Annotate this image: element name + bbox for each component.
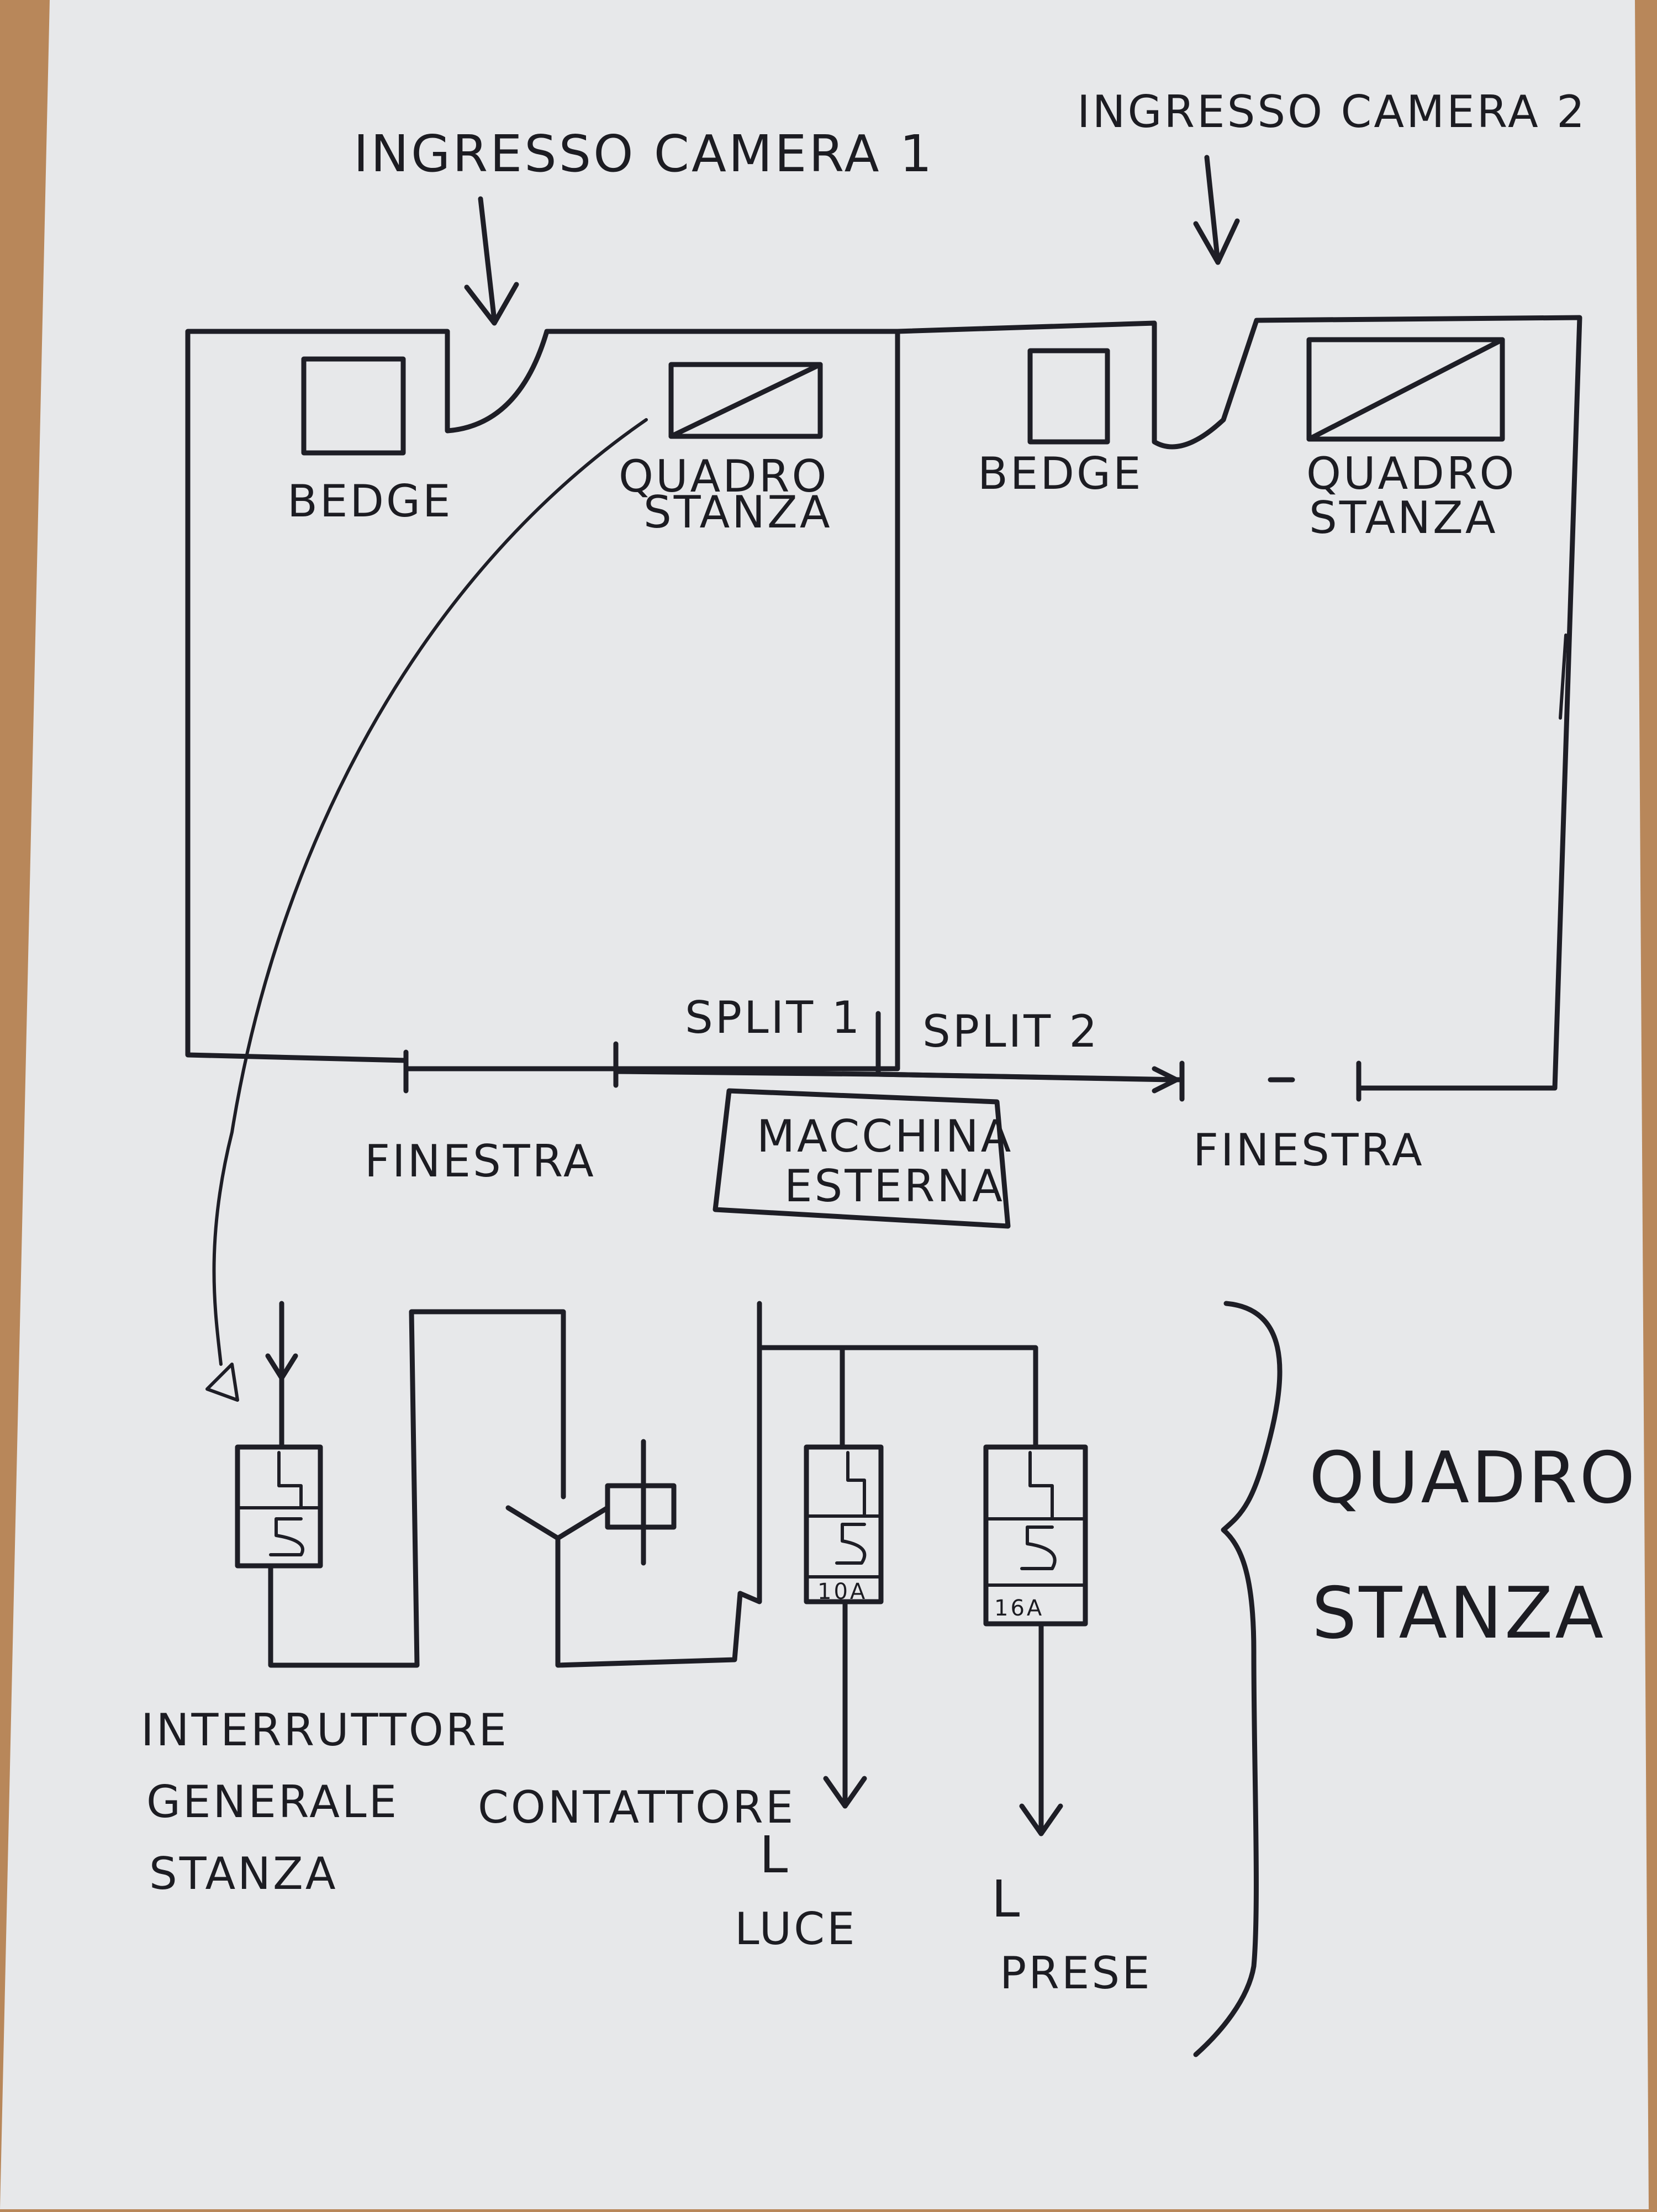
contactor-contact-wire [505,1505,743,1668]
room-1-badge-reader-icon [301,356,406,456]
sockets-output-arrow [1019,1803,1063,1836]
room-2-panel-label-line2: STANZA [1309,492,1498,543]
sockets-label-line1: L [991,1870,1022,1929]
panel-brace [1193,1301,1283,2057]
brace-label-line1: QUADRO [1309,1437,1637,1519]
room-2-panel-label-line1: QUADRO [1306,448,1516,499]
lights-breaker-contact [835,1451,867,1565]
room-2-badge-label: BEDGE [978,448,1143,499]
outdoor-unit-box [713,1088,1011,1229]
contactor-label: CONTATTORE [478,1782,795,1833]
room-1-panel-label-line2: STANZA [643,487,832,538]
contactor-contact-arm [555,1505,610,1541]
entrance-1-arrow-shaft [478,196,497,323]
sockets-breaker-contact [1020,1451,1057,1570]
outdoor-unit-label-line1: MACCHINA [757,1111,1013,1162]
room-2-outline [895,315,1582,1091]
brace-label-line2: STANZA [1312,1572,1606,1655]
room-1-outline [229,329,900,1071]
main-switch-contact-top [277,1451,303,1509]
outdoor-unit-label-line2: ESTERNA [784,1160,1005,1212]
room-2-badge-reader-icon [1027,348,1110,445]
sockets-label-line2: PRESE [1000,1947,1152,1999]
room-1-left-wall [185,329,409,1063]
room-1-panel-diagonal [668,362,823,439]
entrance-1-arrow-head [464,282,519,326]
window-right-label: FINESTRA [1193,1125,1424,1176]
entrance-1-label: INGRESSO CAMERA 1 [353,124,934,183]
room-2-panel-diagonal [1306,337,1505,442]
entrance-2-arrow-head [1193,218,1240,265]
lights-breaker-rating: 10A [817,1579,867,1604]
window-left-label: FINESTRA [365,1136,596,1187]
split-2-label: SPLIT 2 [922,1006,1099,1057]
sockets-breaker-rating: 16A [994,1596,1044,1621]
entrance-2-label: INGRESSO CAMERA 2 [1077,86,1587,138]
room-1-badge-label: BEDGE [287,476,453,527]
window-left-wall-right [613,1069,881,1077]
entrance-2-arrow-shaft [1204,155,1221,265]
feed-cable-arrow-head [205,1363,239,1402]
room-2-panel-icon [1306,337,1505,442]
split-1-label: SPLIT 1 [685,992,862,1043]
main-switch-label-line3: STANZA [149,1848,338,1899]
feed-cable [212,418,648,1366]
sockets-breaker-icon [983,1444,1088,1627]
room-1-panel-label-line1: QUADRO [619,451,828,502]
room-2-inner-wall [1559,633,1568,720]
main-switch-to-contactor-wire [268,1309,566,1668]
main-switch-input-arrow [265,1353,298,1381]
distribution-bus [737,1301,1038,1604]
lights-label-line1: L [759,1825,790,1884]
room-1-panel-icon [668,362,823,439]
lights-output-arrow [823,1776,867,1809]
main-switch-label-line1: INTERRUTTORE [141,1704,509,1756]
main-switch-contact-bottom [269,1517,304,1556]
lights-label-line2: LUCE [735,1903,857,1955]
split-2-pipe [875,1066,1179,1094]
main-switch-label-line2: GENERALE [146,1776,399,1828]
